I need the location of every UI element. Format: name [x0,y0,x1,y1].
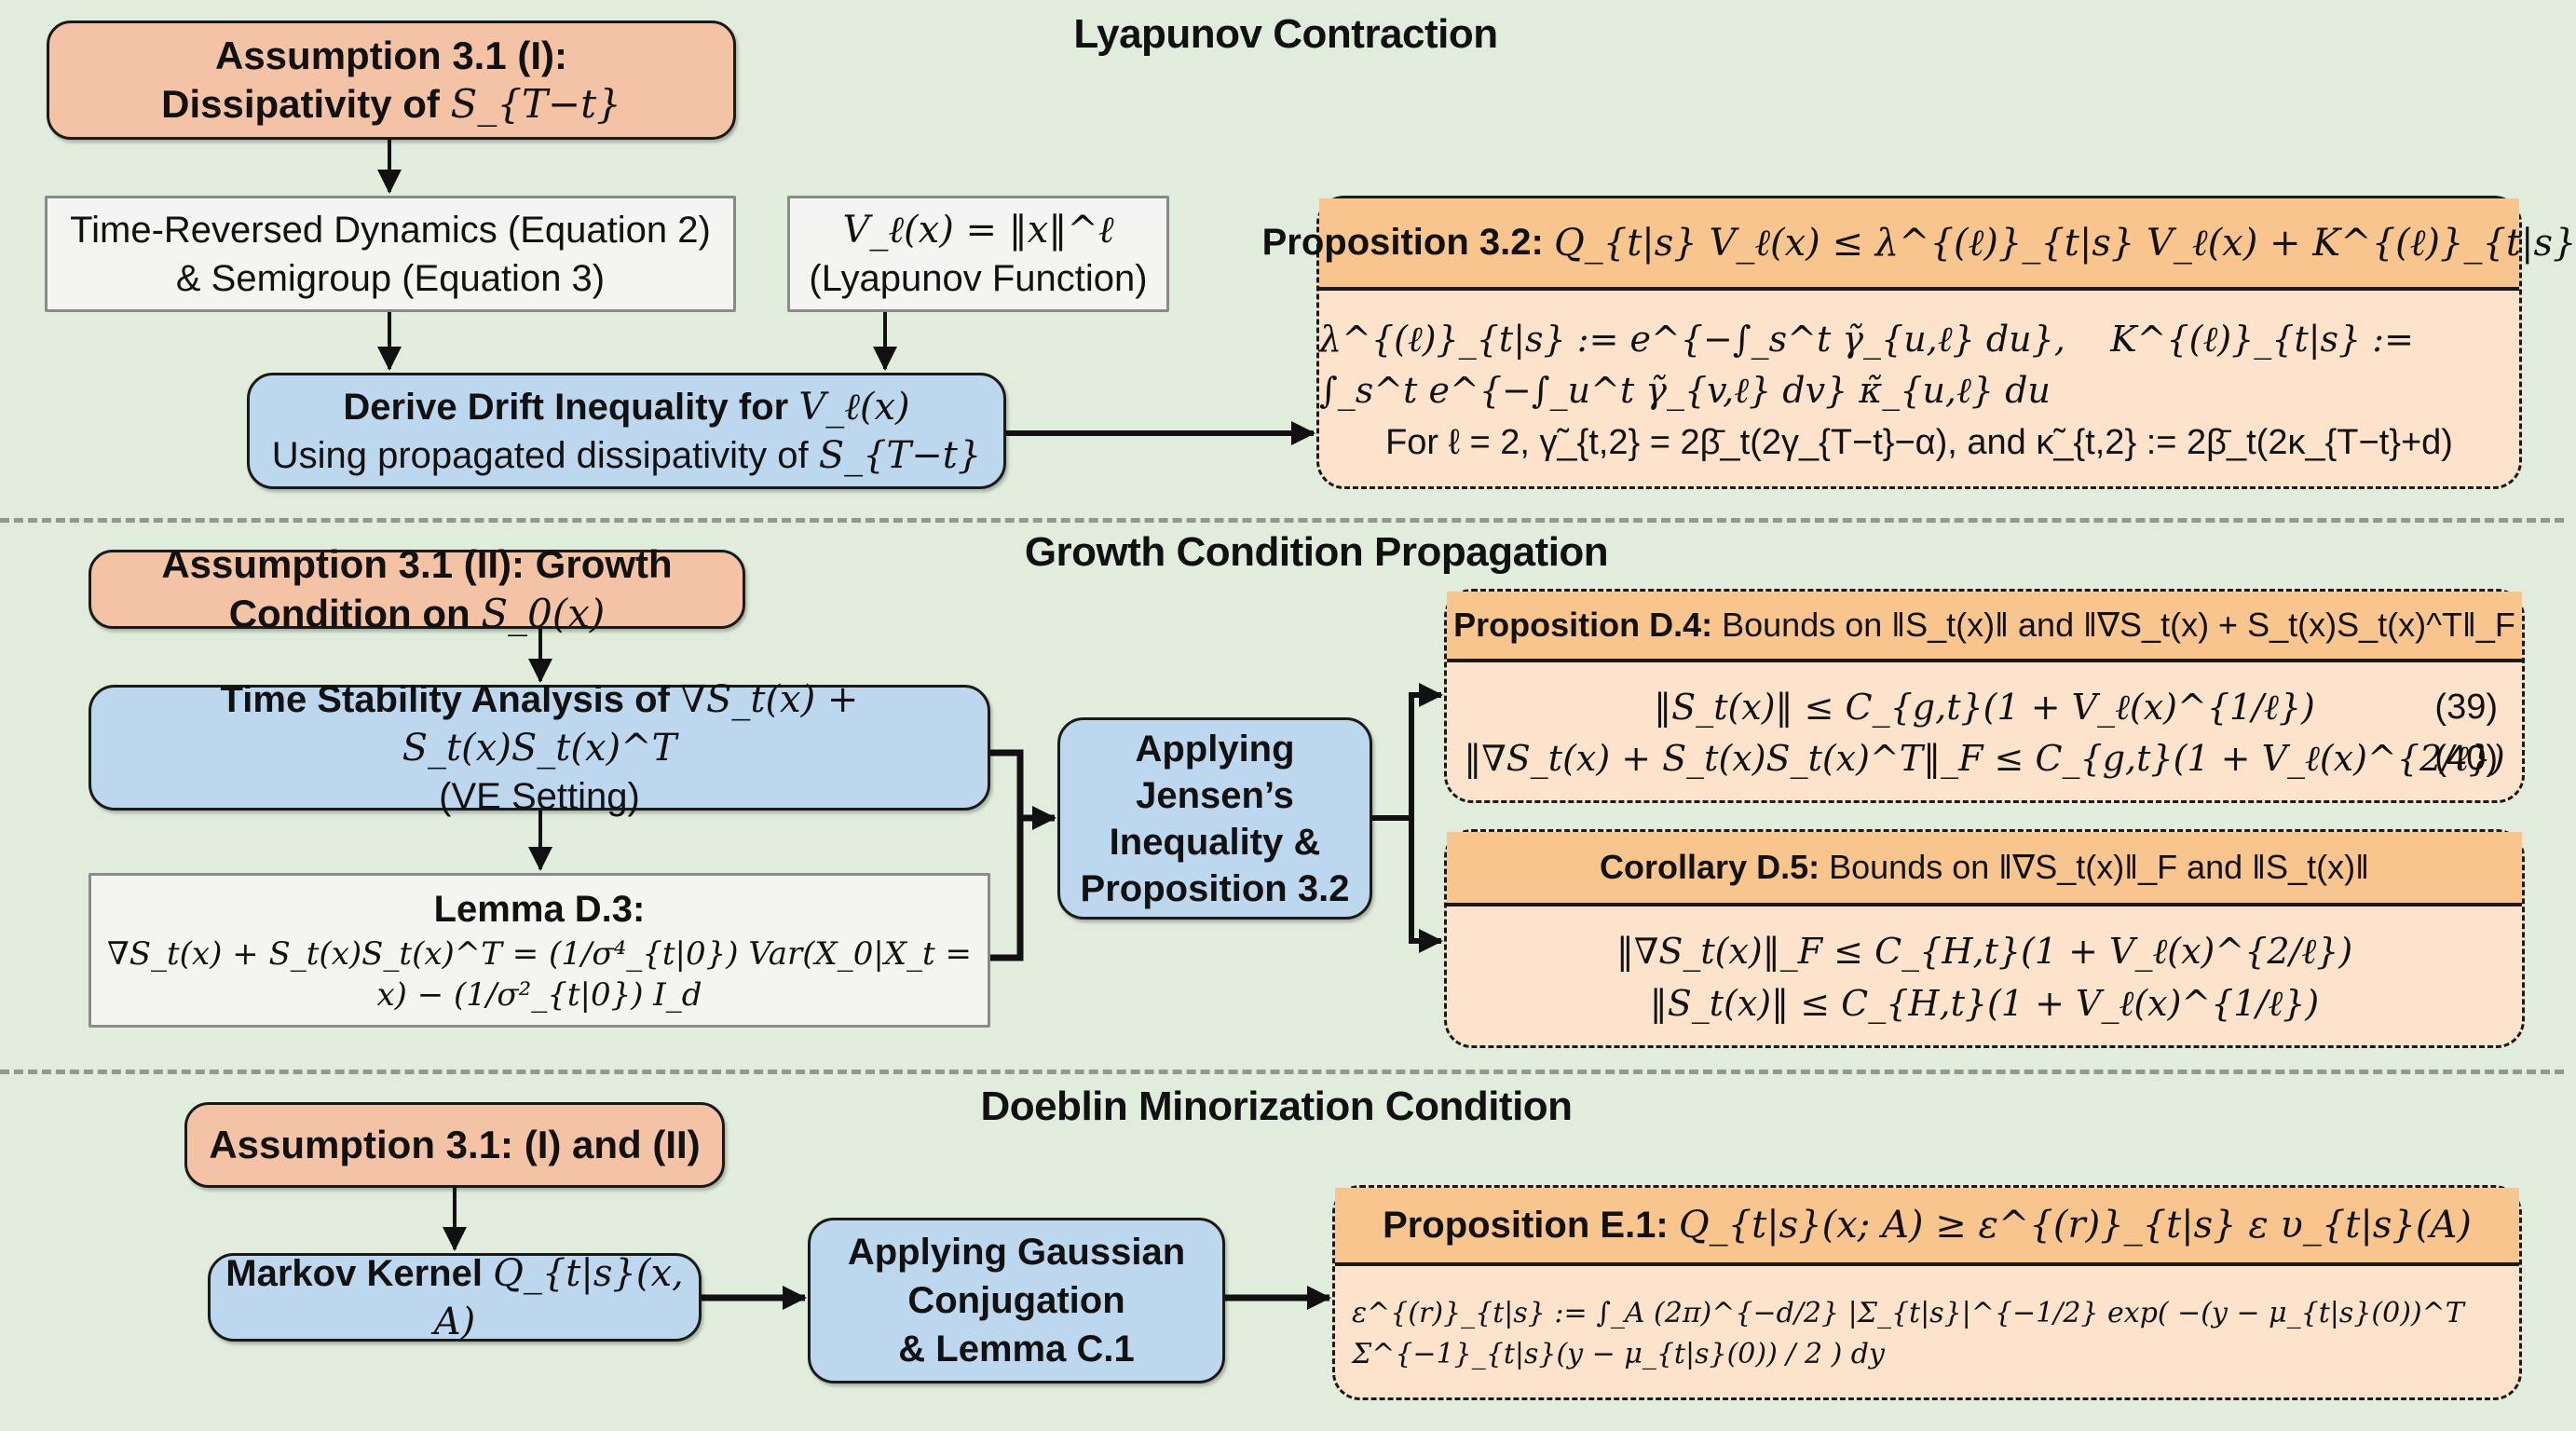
proposition-3-2-body: λ^{(ℓ)}_{t|s} := e^{−∫_s^t γ̃_{u,ℓ} du},… [1319,291,2519,492]
time-reversed-line1: Time-Reversed Dynamics (Equation 2) [70,209,711,251]
proposition-d4-header: Proposition D.4: Bounds on ‖S_t(x)‖ and … [1447,592,2522,662]
jensen-inequality-box: Applying Jensen’s Inequality & Propositi… [1057,717,1372,920]
corollary-d5: Corollary D.5: Bounds on ‖∇S_t(x)‖_F and… [1444,829,2525,1048]
proposition-d4-label: Proposition D.4: [1453,606,1713,644]
jensen-line: Inequality & [1109,821,1321,863]
def-K: K^{(ℓ)}_{t|s} := ∫_s^t e^{−∫_u^t γ̃_{v,ℓ… [1319,319,2414,412]
assumption-both: Assumption 3.1: (I) and (II) [184,1102,725,1188]
jensen-line: Applying [1135,728,1295,770]
arrow-jensen-to-propd4 [1409,683,1443,818]
proposition-d4-title: Bounds on ‖S_t(x)‖ and ‖∇S_t(x) + S_t(x)… [1722,606,2515,644]
markov-kernel-title: Markov Kernel Q_{t|s}(x, A) [225,1251,684,1343]
proposition-e1-formula: ε^{(r)}_{t|s} := ∫_A (2π)^{−d/2} |Σ_{t|s… [1352,1297,2464,1370]
time-stability-title: Time Stability Analysis of ∇S_t(x) + S_t… [220,677,859,770]
proposition-e1-body: ε^{(r)}_{t|s} := ∫_A (2π)^{−d/2} |Σ_{t|s… [1335,1266,2519,1401]
assumption-subtitle: Dissipativity of S_{T−t} [161,81,621,127]
time-reversed-line2: & Semigroup (Equation 3) [175,257,606,299]
equation-number: (40) [2434,739,2498,778]
equation-40: ‖∇S_t(x) + S_t(x)S_t(x)^T‖_F ≤ C_{g,t}(1… [1447,733,2522,784]
proposition-e1-label: Proposition E.1: [1383,1204,1669,1246]
proposition-3-2: Proposition 3.2: Q_{t|s} V_ℓ(x) ≤ λ^{(ℓ)… [1262,196,2576,492]
lyapunov-caption: (Lyapunov Function) [809,257,1148,299]
lyapunov-formula: V_ℓ(x) = ‖x‖^ℓ [842,208,1114,252]
connector-stability-to-jensen [990,749,1024,961]
section-divider [0,518,2564,523]
section-title-lyapunov: Lyapunov Contraction [1073,11,1498,57]
equation-39: ‖S_t(x)‖ ≤ C_{g,t}(1 + V_ℓ(x)^{1/ℓ})(39) [1447,682,2522,733]
proposition-d4: Proposition D.4: Bounds on ‖S_t(x)‖ and … [1444,589,2525,803]
proposition-3-2-definitions: λ^{(ℓ)}_{t|s} := e^{−∫_s^t γ̃_{u,ℓ} du},… [1319,314,2519,416]
gaussian-line: Conjugation [907,1280,1125,1321]
proposition-3-2-header: Proposition 3.2: Q_{t|s} V_ℓ(x) ≤ λ^{(ℓ)… [1262,198,2576,291]
time-reversed-dynamics-box: Time-Reversed Dynamics (Equation 2) & Se… [45,196,736,312]
proposition-d4-body: ‖S_t(x)‖ ≤ C_{g,t}(1 + V_ℓ(x)^{1/ℓ})(39)… [1447,662,2522,804]
gaussian-line: & Lemma C.1 [898,1329,1135,1370]
markov-kernel-box: Markov Kernel Q_{t|s}(x, A) [208,1252,702,1343]
proposition-e1-header: Proposition E.1: Q_{t|s}(x; A) ≥ ε^{(r)}… [1335,1188,2519,1266]
corollary-equation: ‖S_t(x)‖ ≤ C_{H,t}(1 + V_ℓ(x)^{1/ℓ}) [1649,982,2320,1024]
assumption-dissipativity: Assumption 3.1 (I): Dissipativity of S_{… [47,20,736,140]
time-stability-box: Time Stability Analysis of ∇S_t(x) + S_t… [89,678,990,817]
lyapunov-function-box: V_ℓ(x) = ‖x‖^ℓ (Lyapunov Function) [787,196,1169,312]
corollary-d5-header: Corollary D.5: Bounds on ‖∇S_t(x)‖_F and… [1447,832,2522,906]
gaussian-conjugation-box: Applying Gaussian Conjugation & Lemma C.… [808,1218,1225,1383]
assumption-both-title: Assumption 3.1: (I) and (II) [209,1122,701,1166]
equation-number: (39) [2434,687,2498,727]
lemma-d3-formula: ∇S_t(x) + S_t(x)S_t(x)^T = (1/σ⁴_{t|0}) … [106,934,973,1014]
lemma-d3-title: Lemma D.3: [433,888,646,930]
section-divider [0,1070,2564,1074]
arrow-jensen-to-cord5 [1409,818,1443,953]
derive-title: Derive Drift Inequality for V_ℓ(x) [343,385,910,429]
proposition-3-2-note: For ℓ = 2, γ̃_{t,2} = 2β̄_t(2γ_{T−t}−α),… [1385,422,2453,462]
section-title-doeblin: Doeblin Minorization Condition [980,1083,1573,1129]
derive-drift-box: Derive Drift Inequality for V_ℓ(x) Using… [247,373,1006,489]
assumption-growth-condition: Assumption 3.1 (II): Growth Condition on… [89,542,745,636]
corollary-d5-label: Corollary D.5: [1600,848,1820,886]
jensen-line: Jensen’s [1136,774,1294,816]
math-S-Tminus-t: S_{T−t} [450,81,621,127]
jensen-line: Proposition 3.2 [1080,867,1350,909]
section-title-growth: Growth Condition Propagation [1024,529,1609,575]
corollary-equation: ‖∇S_t(x)‖_F ≤ C_{H,t}(1 + V_ℓ(x)^{2/ℓ}) [1615,931,2353,973]
corollary-d5-body: ‖∇S_t(x)‖_F ≤ C_{H,t}(1 + V_ℓ(x)^{2/ℓ}) … [1447,906,2522,1049]
proposition-statement: Q_{t|s} V_ℓ(x) ≤ λ^{(ℓ)}_{t|s} V_ℓ(x) + … [1553,222,2576,265]
gaussian-line: Applying Gaussian [847,1232,1186,1273]
proposition-e1: Proposition E.1: Q_{t|s}(x; A) ≥ ε^{(r)}… [1332,1185,2522,1400]
corollary-d5-title: Bounds on ‖∇S_t(x)‖_F and ‖S_t(x)‖ [1829,848,2369,886]
derive-subtitle: Using propagated dissipativity of S_{T−t… [271,433,982,477]
assumption-title: Assumption 3.1 (I): [214,33,568,77]
proposition-label: Proposition 3.2: [1261,222,1544,263]
lemma-d3-box: Lemma D.3: ∇S_t(x) + S_t(x)S_t(x)^T = (1… [89,873,990,1028]
proposition-e1-statement: Q_{t|s}(x; A) ≥ ε^{(r)}_{t|s} ε υ_{t|s}(… [1678,1204,2472,1247]
assumption-growth-title: Assumption 3.1 (II): Growth Condition on… [161,542,673,636]
time-stability-subtitle: (VE Setting) [439,775,640,817]
def-lambda: λ^{(ℓ)}_{t|s} := e^{−∫_s^t γ̃_{u,ℓ} du}, [1319,319,2065,361]
